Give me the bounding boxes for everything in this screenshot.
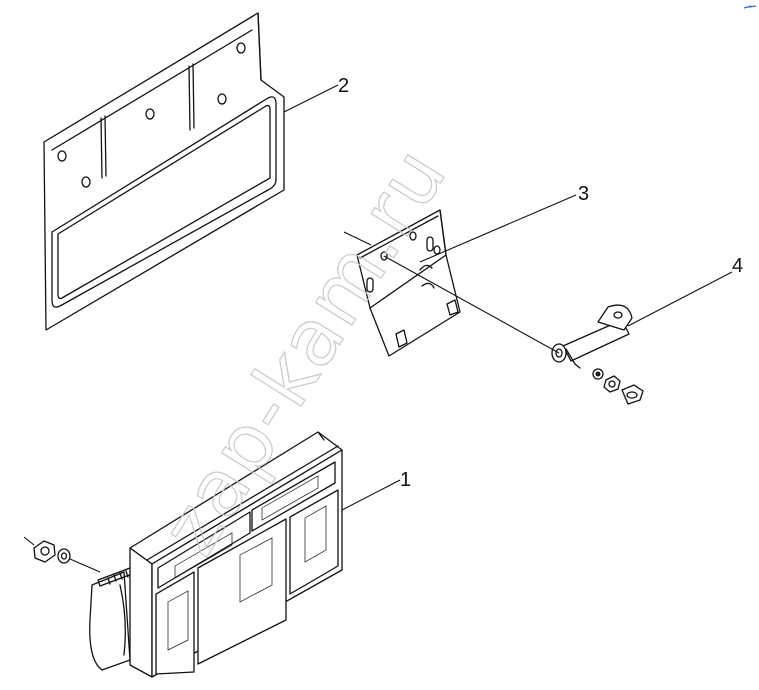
part-bracket bbox=[356, 209, 461, 357]
leader-line-3 bbox=[419, 194, 577, 263]
callout-1: 1 bbox=[400, 469, 411, 491]
part-rear-lamp bbox=[33, 431, 343, 678]
leader-line-4 bbox=[627, 271, 733, 327]
corner-mark-icon bbox=[743, 5, 757, 9]
callout-4: 4 bbox=[732, 255, 743, 277]
assembly-lines bbox=[23, 231, 560, 573]
leader-line-1 bbox=[341, 479, 401, 511]
part-rod-bracket bbox=[551, 304, 633, 369]
callout-3: 3 bbox=[578, 183, 589, 205]
part-mounting-plate bbox=[43, 12, 285, 331]
leader-line-2 bbox=[283, 84, 339, 113]
callout-2: 2 bbox=[338, 75, 349, 97]
fastener-washer-nut-bolt bbox=[592, 368, 644, 405]
